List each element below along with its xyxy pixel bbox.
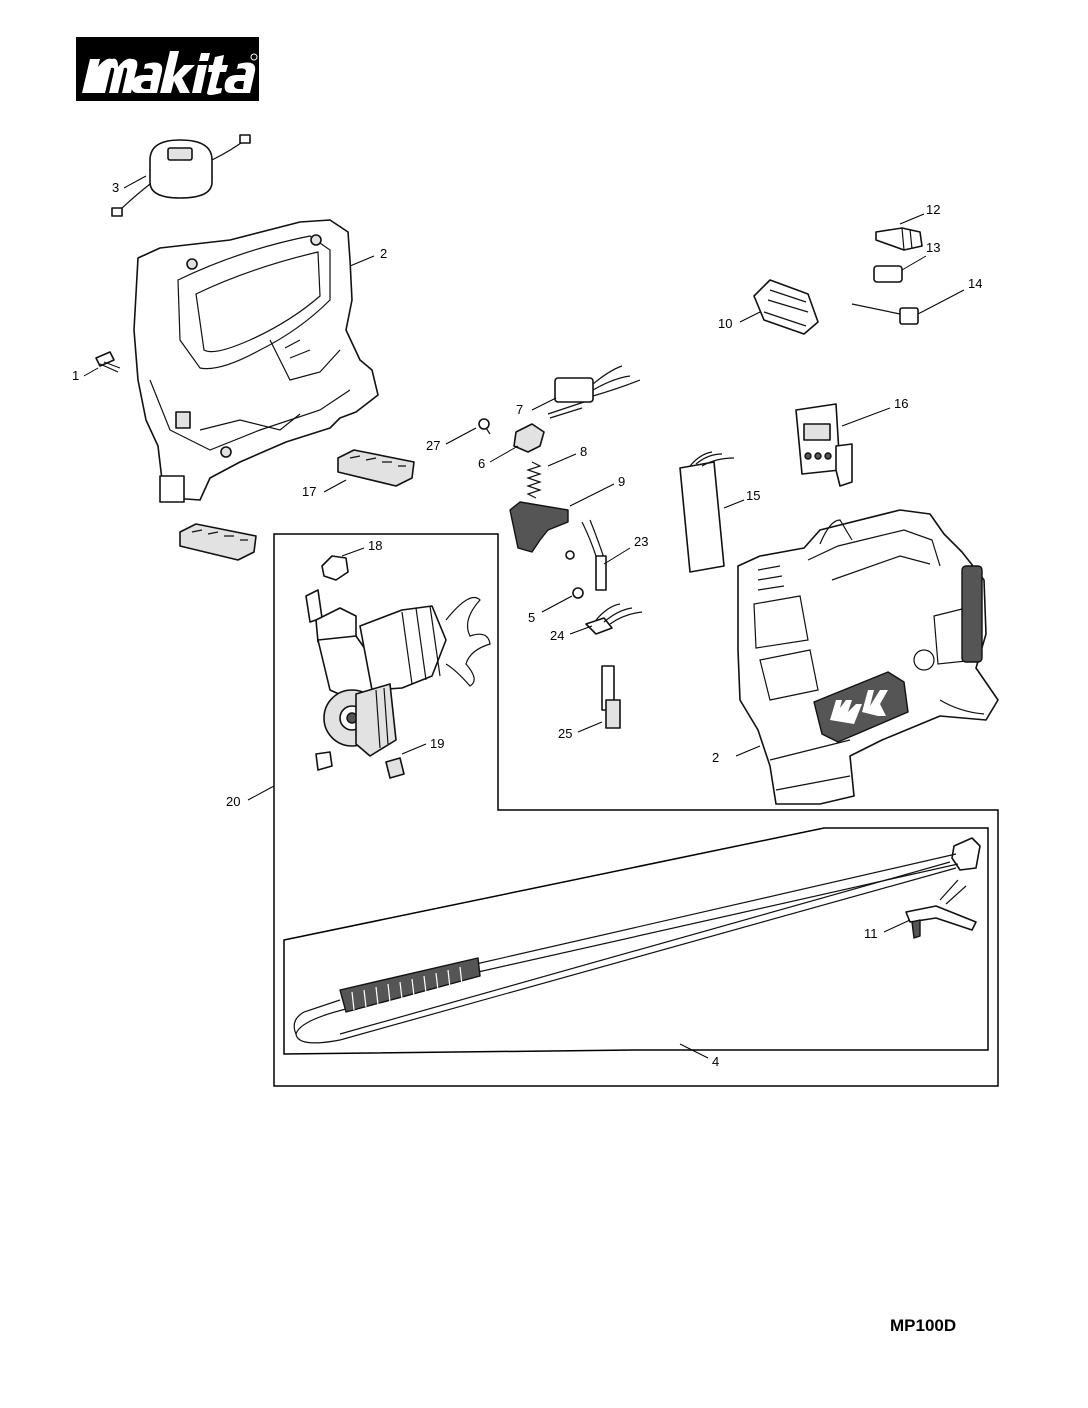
label-1: 1 <box>72 368 79 383</box>
motor-group-frame <box>273 533 999 1087</box>
label-3: 3 <box>112 180 119 195</box>
part-9-trigger <box>509 501 569 553</box>
part-24-terminal <box>585 603 643 635</box>
part-15-lead-wire <box>679 451 735 573</box>
label-13: 13 <box>926 240 940 255</box>
label-19: 19 <box>430 736 444 751</box>
part-17-pad <box>337 449 415 487</box>
hose-group-frame <box>283 827 989 1055</box>
part-23-screw <box>565 550 575 560</box>
part-23-switch-plate <box>581 519 607 591</box>
part-2-right-housing <box>737 509 999 805</box>
label-17: 17 <box>302 484 316 499</box>
label-2-left: 2 <box>380 246 387 261</box>
label-9: 9 <box>618 474 625 489</box>
part-10-cover <box>753 279 819 335</box>
label-24: 24 <box>550 628 564 643</box>
leader-lines <box>83 175 965 1059</box>
model-number: MP100D <box>890 1316 957 1335</box>
part-6-lever <box>513 423 545 453</box>
part-17-pad-second <box>179 523 257 561</box>
part-20-motor-assembly <box>305 589 491 757</box>
part-18-elbow <box>321 555 349 581</box>
label-5: 5 <box>528 610 535 625</box>
label-8: 8 <box>580 444 587 459</box>
part-7-switch <box>547 365 641 419</box>
part-4-hose-assembly <box>293 837 981 1044</box>
label-25: 25 <box>558 726 572 741</box>
label-4: 4 <box>712 1054 719 1069</box>
label-27: 27 <box>426 438 440 453</box>
label-2-right: 2 <box>712 750 719 765</box>
part-19-cap <box>385 757 405 779</box>
part-13-adaptor <box>873 265 903 283</box>
label-6: 6 <box>478 456 485 471</box>
label-15: 15 <box>746 488 760 503</box>
part-14-needle <box>851 303 919 325</box>
part-3-pressure-display <box>111 134 251 217</box>
label-20: 20 <box>226 794 240 809</box>
label-10: 10 <box>718 316 732 331</box>
part-27-screw <box>478 418 491 435</box>
makita-logo <box>76 37 259 101</box>
part-5-screw <box>572 587 584 599</box>
part-8-spring <box>526 461 542 499</box>
label-12: 12 <box>926 202 940 217</box>
part-16-control-panel <box>795 403 853 487</box>
part-20-clip <box>315 751 333 771</box>
label-7: 7 <box>516 402 523 417</box>
label-23: 23 <box>634 534 648 549</box>
label-18: 18 <box>368 538 382 553</box>
label-14: 14 <box>968 276 982 291</box>
part-12-nozzle <box>875 227 923 251</box>
part-2-left-housing <box>133 219 379 503</box>
part-25-terminal <box>601 665 621 729</box>
part-11-clip <box>905 879 977 939</box>
label-11: 11 <box>864 926 878 941</box>
part-1-screw <box>95 351 121 373</box>
label-16: 16 <box>894 396 908 411</box>
